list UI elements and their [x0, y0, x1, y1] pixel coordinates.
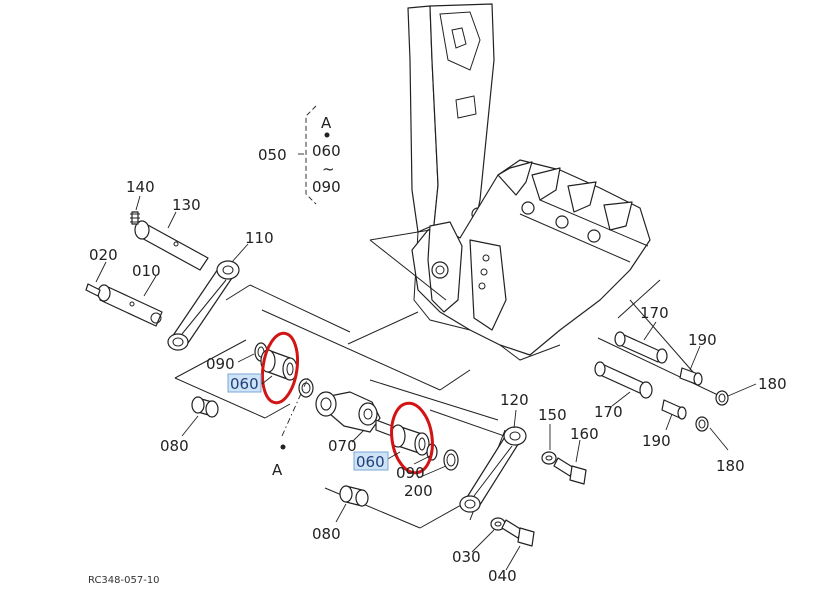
pin-130 — [134, 220, 209, 271]
label-120: 120 — [500, 391, 529, 409]
grease-fitting-020 — [85, 283, 101, 297]
label-160: 160 — [570, 425, 599, 443]
callout-bracket — [305, 105, 330, 205]
label-090-left: 090 — [206, 355, 235, 373]
label-060-left: 060 — [230, 375, 259, 393]
callout-range-tilde: ~ — [322, 160, 335, 178]
label-140: 140 — [126, 178, 155, 196]
label-150: 150 — [538, 406, 567, 424]
label-090-right: 090 — [396, 464, 425, 482]
ref-letter-bottom: A — [272, 461, 283, 479]
label-010: 010 — [132, 262, 161, 280]
label-180-mid: 180 — [716, 457, 745, 475]
bolt-160 — [553, 457, 587, 485]
label-080-bottom: 080 — [312, 525, 341, 543]
link-120 — [459, 426, 527, 513]
bushing-080-bottom — [339, 485, 369, 507]
label-130: 130 — [172, 196, 201, 214]
highlight-060-left — [227, 373, 262, 393]
callout-ref-letter: A — [321, 114, 332, 132]
label-190-top: 190 — [688, 331, 717, 349]
bushing-190-top — [679, 367, 703, 386]
label-080-left: 080 — [160, 437, 189, 455]
highlight-060-right — [353, 451, 389, 471]
cap-180-mid — [695, 416, 709, 432]
label-170-top: 170 — [640, 304, 669, 322]
leader-lines — [95, 153, 757, 571]
shim-200 — [443, 449, 459, 471]
bolt-040 — [501, 519, 535, 547]
pin-170-top — [614, 331, 668, 364]
link-110 — [167, 260, 240, 351]
yoke-070 — [315, 391, 381, 433]
pin-070-small — [375, 419, 393, 437]
label-060-right: 060 — [356, 453, 385, 471]
highlight-circle-right — [390, 401, 434, 475]
callout-number: 050 — [258, 146, 287, 164]
bucket-outline — [411, 159, 651, 361]
label-170-mid: 170 — [594, 403, 623, 421]
label-040: 040 — [488, 567, 517, 585]
pin-010 — [97, 284, 163, 327]
label-180-top: 180 — [758, 375, 787, 393]
bushing-060-right — [390, 424, 430, 456]
label-030: 030 — [452, 548, 481, 566]
label-200: 200 — [404, 482, 433, 500]
ref-point-a-bottom — [280, 444, 286, 450]
bushing-190-mid — [661, 399, 687, 420]
figure-code: RC348-057-10 — [88, 575, 160, 586]
grease-fitting-140 — [130, 211, 140, 225]
label-070: 070 — [328, 437, 357, 455]
bushing-080-left — [191, 396, 219, 418]
washer-150 — [541, 451, 557, 465]
highlight-circle-left — [260, 331, 300, 405]
pin-170-mid — [594, 361, 653, 399]
label-020: 020 — [89, 246, 118, 264]
label-190-mid: 190 — [642, 432, 671, 450]
arm-outline — [407, 3, 495, 331]
label-110: 110 — [245, 229, 274, 247]
cap-180-top — [715, 390, 729, 406]
callout-range-end: 090 — [312, 178, 341, 196]
callout-range-start: 060 — [312, 142, 341, 160]
